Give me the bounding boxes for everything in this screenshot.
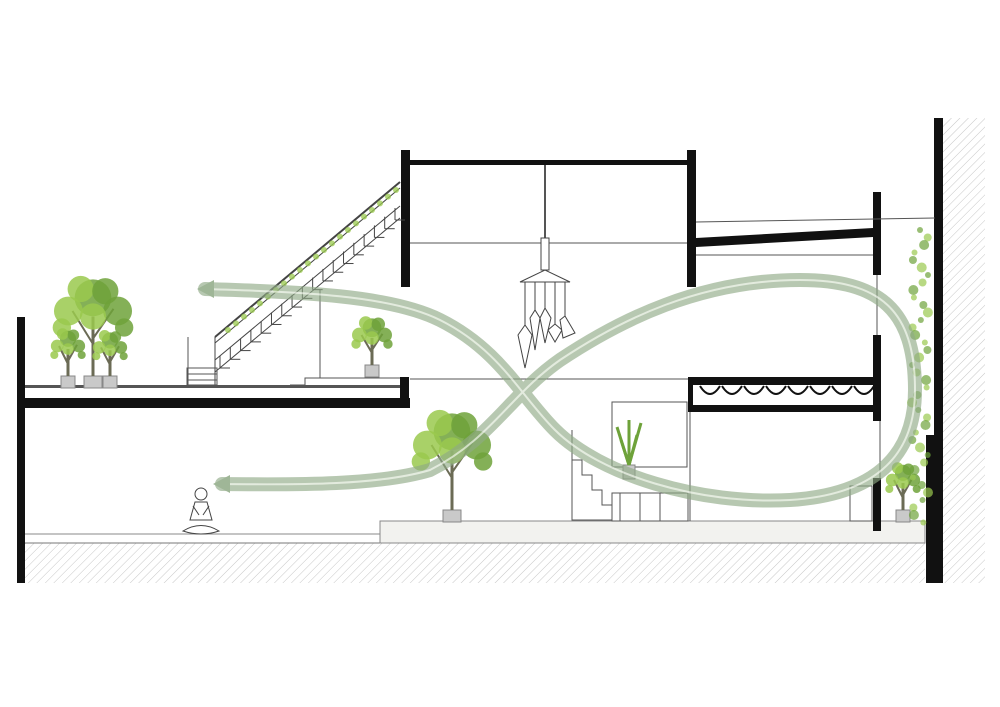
vault-arch <box>787 385 809 395</box>
pendant-lamp-icon <box>517 237 576 369</box>
left-wall <box>17 317 25 583</box>
vault-arch <box>743 385 765 395</box>
plants <box>50 275 921 523</box>
tree-icon <box>52 275 134 389</box>
sloped-roof <box>696 228 873 247</box>
vault-arch <box>721 385 743 395</box>
mezzanine-slab <box>688 377 878 385</box>
interior-stair <box>571 401 873 522</box>
terrace-parapet <box>400 377 409 408</box>
mezzanine-edge <box>688 377 693 412</box>
upper-wall-right <box>687 150 696 287</box>
raised-floor <box>379 520 926 544</box>
airflow-arrow-icon <box>197 272 923 508</box>
ground-hatch <box>25 543 925 583</box>
tree-icon <box>351 316 393 378</box>
tree-icon <box>885 462 921 523</box>
vault-arch <box>853 385 875 395</box>
vault-arch <box>809 385 831 395</box>
boundary-wall <box>934 118 943 583</box>
right-upper-post <box>873 192 881 275</box>
boundary-wall-base <box>926 435 934 583</box>
mezzanine-underside <box>688 405 878 412</box>
tree-icon <box>50 328 86 389</box>
vault-arch <box>699 385 721 395</box>
roof-slab <box>410 160 695 165</box>
vault-arch <box>765 385 787 395</box>
right-low-wall <box>873 478 881 531</box>
structure <box>17 118 943 583</box>
neighbour-wall-hatch <box>940 118 985 583</box>
tree-icon <box>92 330 128 389</box>
first-floor-slab <box>25 398 410 408</box>
meditating-person-icon <box>181 487 221 535</box>
terrace-steps <box>186 337 400 386</box>
vault-arches <box>699 385 875 395</box>
upper-wall-left <box>401 150 410 287</box>
vault-arch <box>831 385 853 395</box>
ground <box>25 118 985 583</box>
terrace-finish <box>25 385 405 388</box>
